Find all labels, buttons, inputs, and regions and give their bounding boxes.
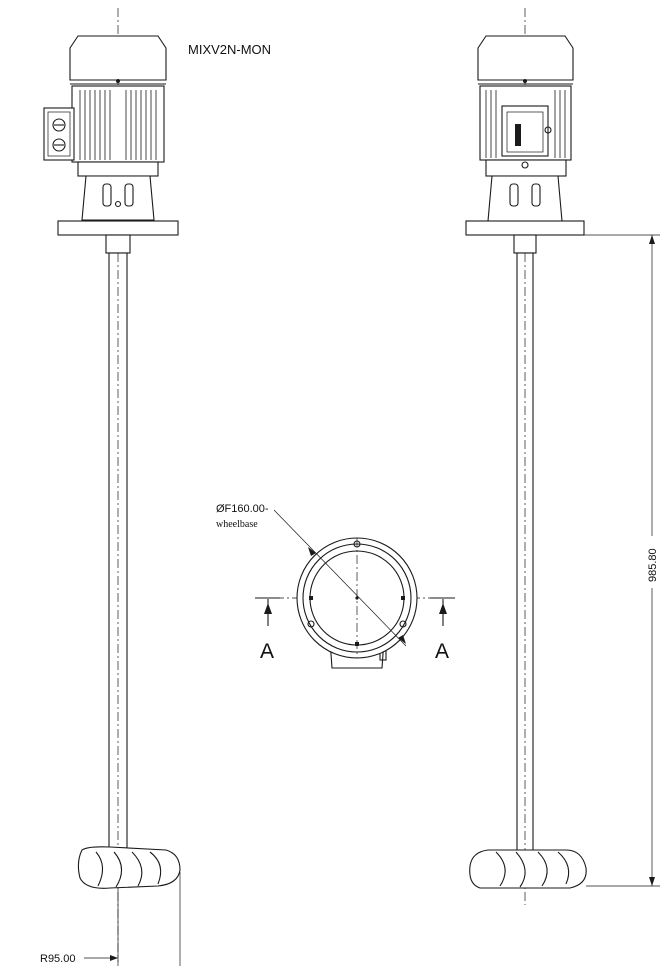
side-terminal-box xyxy=(501,105,549,157)
lantern-window-right xyxy=(124,183,134,207)
impeller-radius-label: R95.00 xyxy=(40,953,75,965)
diameter-leader-line xyxy=(273,509,407,647)
cover-screw xyxy=(116,79,120,83)
side-terminal-box-lid xyxy=(506,111,544,153)
model-label: MIXV2N-MON xyxy=(188,42,271,57)
flange-diameter-note: wheelbase xyxy=(216,519,258,530)
side-terminal-plate xyxy=(515,124,521,146)
section-arrow-right-icon xyxy=(439,603,447,614)
diameter-arrow-top xyxy=(308,547,316,556)
front-view: R95.00 xyxy=(40,8,181,966)
cable-gland-top-icon xyxy=(52,118,66,132)
lantern-housing xyxy=(81,175,155,221)
right-marker xyxy=(401,596,405,600)
side-lantern-housing xyxy=(487,175,563,222)
top-view: A A ØF160.00- wheelbase xyxy=(216,503,455,669)
bolt-hole-icon xyxy=(307,620,315,628)
side-mounting-flange xyxy=(465,220,585,236)
left-marker xyxy=(309,596,313,600)
overall-height-label: 985.80 xyxy=(647,548,659,582)
bolt-hole-icon xyxy=(399,620,407,628)
section-mark-right: A xyxy=(435,640,449,663)
section-arrow-left-icon xyxy=(264,603,272,614)
section-mark-left: A xyxy=(260,640,274,663)
shaft-collar xyxy=(105,234,131,254)
impeller-radius-dimension: R95.00 xyxy=(40,872,181,966)
terminal-box xyxy=(43,107,75,161)
side-cover-screw xyxy=(523,79,527,83)
motor-body xyxy=(71,85,165,163)
overall-height-dimension: 985.80 xyxy=(584,234,660,887)
side-view: 985.80 xyxy=(465,8,660,905)
diameter-arrow-bottom xyxy=(398,635,406,644)
cable-gland-bottom-icon xyxy=(52,138,66,152)
lantern-bolt xyxy=(114,200,122,208)
terminal-box-lid xyxy=(47,111,71,157)
motor-cooling-fins xyxy=(79,90,157,160)
mounting-flange xyxy=(57,220,179,236)
motor-fan-cover xyxy=(69,35,167,81)
side-terminal-screw xyxy=(544,126,552,134)
lantern-window-left xyxy=(102,183,112,207)
side-motor-fins xyxy=(485,90,566,158)
side-lantern-window-right xyxy=(531,183,541,207)
side-motor-fan-cover xyxy=(477,35,574,81)
side-base-bolt xyxy=(521,161,529,169)
impeller-side xyxy=(469,849,587,889)
flange-diameter-label: ØF160.00- xyxy=(216,503,269,515)
side-lantern-window-left xyxy=(509,183,519,207)
impeller-front xyxy=(77,846,181,889)
side-shaft-collar xyxy=(513,234,537,254)
motor-base-ring xyxy=(77,161,159,177)
